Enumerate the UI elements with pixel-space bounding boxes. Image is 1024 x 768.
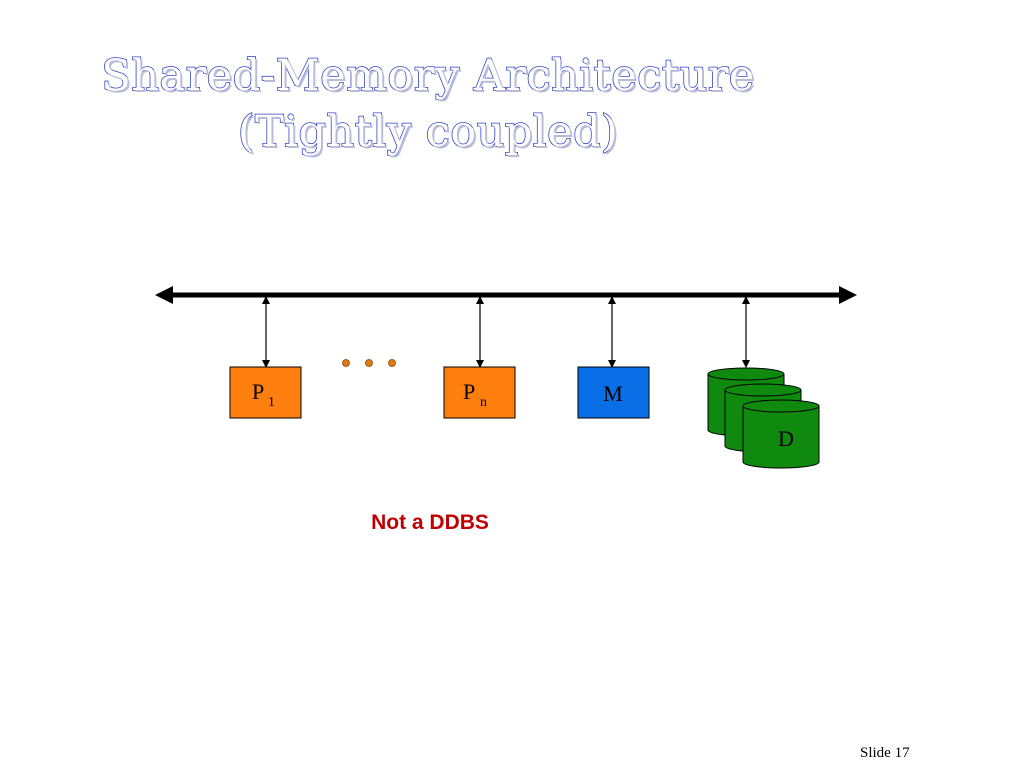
memory-label: M (603, 381, 623, 406)
ellipsis-dots-icon (342, 359, 396, 367)
processor-pn-subscript: n (480, 395, 487, 410)
memory-box: M (577, 366, 650, 419)
processor-p1-label: P (252, 379, 264, 404)
processor-p1-subscript: 1 (268, 395, 275, 410)
title-line-2: (Tightly coupled) (237, 106, 619, 158)
slide-number: Slide 17 (860, 745, 910, 761)
not-ddbs-note: Not a DDBS (371, 511, 489, 534)
disk-label: D (778, 426, 794, 451)
processor-pn-label: P (463, 379, 475, 404)
bus-arrowhead-left (155, 286, 173, 304)
title-line-1: Shared-Memory Architecture (100, 50, 755, 102)
disk-stack-icon: D (707, 367, 820, 469)
processor-p1-box: P 1 (229, 366, 302, 419)
slide-title: Shared-Memory Architecture (Tightly coup… (0, 48, 856, 160)
bus-arrowhead-right (839, 286, 857, 304)
shared-bus (155, 286, 857, 304)
processor-pn-box: P n (443, 366, 516, 419)
